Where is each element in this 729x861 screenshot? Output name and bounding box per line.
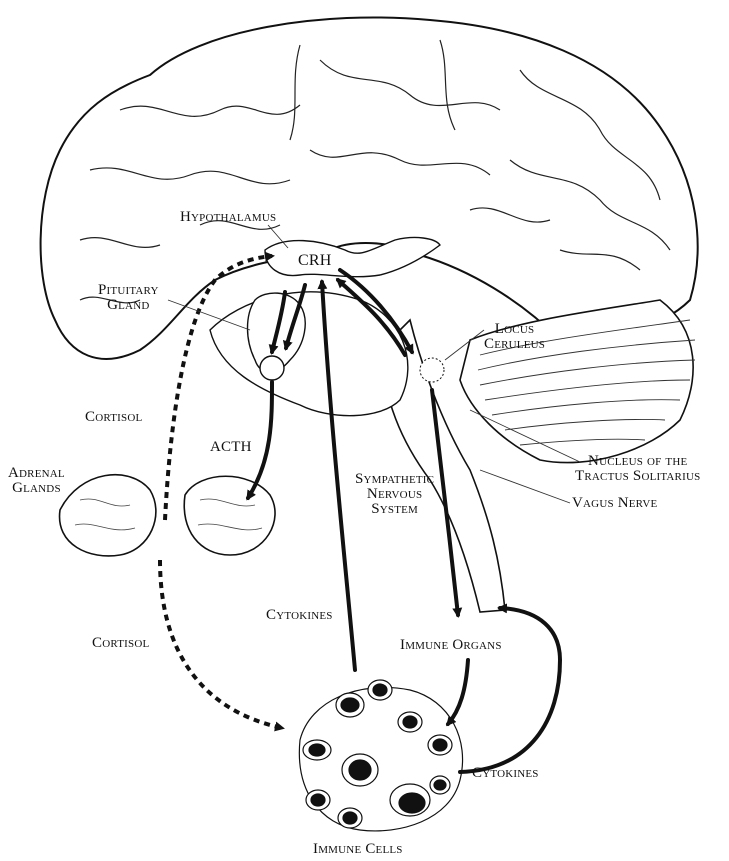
pituitary-gland [260,356,284,380]
arrow-cortisol-to-immune [160,560,282,728]
locus-ceruleus-node [420,358,444,382]
pituitary-label: Pituitary Gland [98,283,159,313]
adrenal-gland-left [60,475,156,556]
arrow-organs-to-cells [448,660,468,724]
cytokines-right-label: Cytokines [472,766,539,781]
acth-label: ACTH [210,440,252,455]
adrenal-gland-right [184,476,275,555]
midbrain-region [210,292,408,416]
cortisol-bottom-label: Cortisol [92,636,149,651]
sympathetic-nervous-system-label: Sympathetic Nervous System [355,472,434,517]
crh-label: CRH [298,253,332,268]
nucleus-tractus-label: Nucleus of the Tractus Solitarius [575,454,700,484]
locus-ceruleus-label: Locus Ceruleus [484,322,545,352]
cytokines-left-label: Cytokines [266,608,333,623]
cortisol-top-label: Cortisol [85,410,142,425]
adrenal-glands-label: Adrenal Glands [8,466,65,496]
hypothalamus-label: Hypothalamus [180,210,276,225]
arrow-cells-to-brain [460,608,560,772]
vagus-nerve-label: Vagus Nerve [572,496,657,511]
immune-organs-label: Immune Organs [400,638,502,653]
immune-cells-cluster [299,680,462,831]
immune-cells-label: Immune Cells [313,842,403,857]
